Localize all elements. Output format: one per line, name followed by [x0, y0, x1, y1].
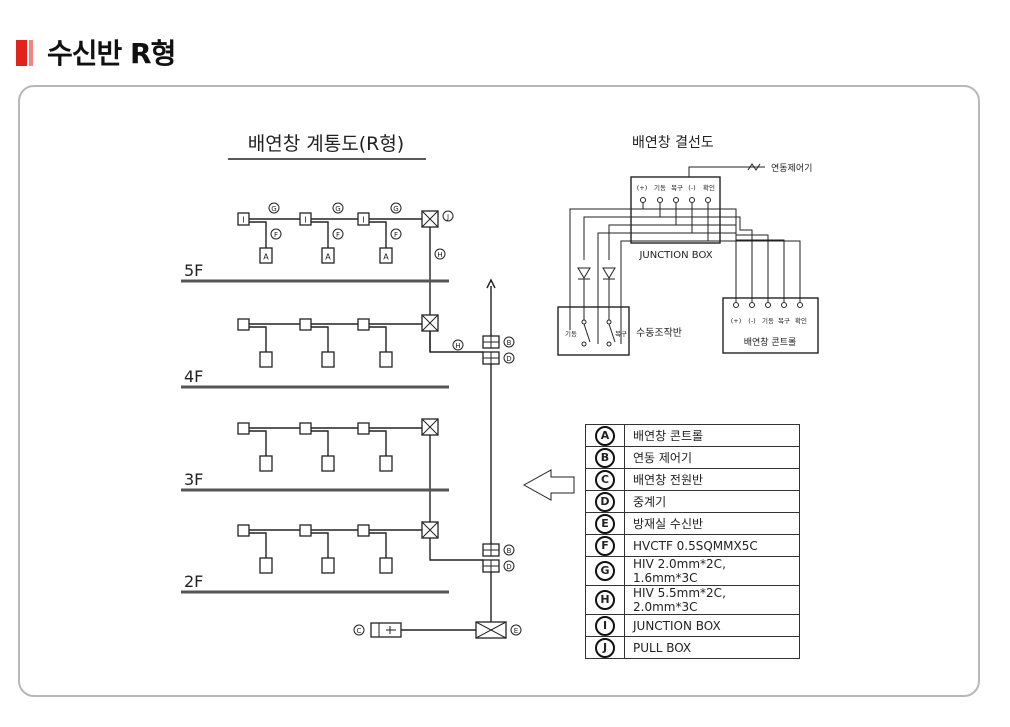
label-a: A [263, 253, 269, 262]
wiring-diagram-title: 배연창 결선도 [632, 135, 714, 151]
legend-label: HVCTF 0.5SQMMX5C [624, 534, 800, 557]
legend-row: D 중계기 [585, 490, 800, 513]
svg-text:(-): (-) [688, 184, 695, 192]
page-title: 수신반 R형 [47, 37, 176, 70]
svg-text:(-): (-) [748, 317, 755, 325]
wiring-diagram: JUNCTION BOX 연동제어기 (+) 기동 복구 (-) 확인 [557, 163, 819, 356]
label-a: A [325, 253, 331, 262]
junction-box-5f-3 [357, 212, 370, 226]
label-e: E [514, 627, 518, 635]
label-a: A [383, 253, 389, 262]
label-j: J [446, 213, 449, 221]
legend-label: HIV 5.5mm*2C, 2.0mm*3C [624, 585, 800, 615]
floor-label-2f: 2F [184, 572, 203, 591]
legend-key: F [595, 535, 615, 556]
smoke-window-controller [722, 297, 819, 354]
label-b: B [507, 547, 512, 555]
svg-text:기동: 기동 [565, 329, 577, 338]
label-i: I [242, 216, 244, 225]
svg-text:기동: 기동 [654, 183, 666, 192]
controller-5f-1 [259, 247, 273, 264]
legend-row: B 연동 제어기 [585, 446, 800, 469]
label-f: F [274, 231, 278, 239]
svg-text:복구: 복구 [615, 330, 627, 338]
junction-box-wiring [630, 176, 721, 244]
legend-key: H [595, 590, 615, 610]
legend-row: F HVCTF 0.5SQMMX5C [585, 534, 800, 557]
label-f: F [394, 231, 398, 239]
legend-label: PULL BOX [624, 636, 800, 659]
floor-3f: 3F [181, 418, 449, 522]
legend-row: G HIV 2.0mm*2C, 1.6mm*3C [585, 556, 800, 586]
label-b: B [507, 339, 512, 347]
legend-key: D [595, 491, 615, 512]
label-d: D [506, 563, 511, 571]
svg-text:(+): (+) [731, 317, 742, 325]
content-frame [18, 85, 980, 697]
title-accent-bar [16, 40, 27, 66]
legend-key: J [595, 637, 615, 658]
legend-key: E [595, 513, 615, 534]
controller-5f-3 [379, 247, 393, 264]
svg-text:복구: 복구 [778, 317, 790, 325]
label-g: G [271, 205, 276, 213]
legend-key: I [595, 615, 615, 636]
label-i: I [362, 216, 364, 225]
legend-row: I JUNCTION BOX [585, 614, 800, 637]
legend-label: 배연창 콘트롤 [624, 424, 800, 447]
floor-4f: H B D 4F [181, 314, 515, 389]
label-h: H [455, 342, 460, 350]
legend-row: J PULL BOX [585, 636, 800, 659]
label-f: F [336, 231, 340, 239]
junction-box-5f-2 [299, 212, 312, 226]
legend-label: 연동 제어기 [624, 446, 800, 469]
manual-operation-panel [557, 306, 630, 356]
label-d: D [506, 355, 511, 363]
legend-row: A 배연창 콘트롤 [585, 424, 800, 447]
legend-label: JUNCTION BOX [624, 614, 800, 637]
label-h: H [437, 251, 442, 259]
legend-label: HIV 2.0mm*2C, 1.6mm*3C [624, 556, 800, 586]
label-c: C [357, 627, 362, 635]
interlock-label: 연동제어기 [771, 163, 812, 174]
svg-text:기동: 기동 [762, 316, 774, 325]
legend-key: G [595, 561, 615, 581]
svg-text:(+): (+) [637, 184, 648, 192]
label-g: G [393, 205, 398, 213]
manual-panel-label: 수동조작반 [636, 327, 682, 339]
svg-text:확인: 확인 [795, 316, 807, 325]
label-g: G [335, 205, 340, 213]
junction-box-5f-1 [237, 212, 250, 226]
legend-row: C 배연창 전원반 [585, 468, 800, 491]
legend-row: E 방재실 수신반 [585, 512, 800, 535]
label-i: I [304, 216, 306, 225]
legend-label: 방재실 수신반 [624, 512, 800, 535]
legend-key: C [595, 469, 615, 490]
legend-row: H HIV 5.5mm*2C, 2.0mm*3C [585, 585, 800, 615]
floor-label-5f: 5F [184, 261, 203, 280]
floor-2f: B D 2F [181, 521, 515, 594]
junction-box-label: JUNCTION BOX [638, 250, 712, 261]
system-diagram-title: 배연창 계통도(R형) [248, 133, 404, 155]
riser: C E [353, 278, 522, 639]
legend-label: 배연창 전원반 [624, 468, 800, 491]
floor-label-4f: 4F [184, 367, 203, 386]
svg-text:복구: 복구 [671, 184, 683, 192]
title-accent-bar-secondary [29, 40, 33, 66]
legend-arrow-icon [522, 469, 575, 501]
controller-5f-2 [321, 247, 335, 264]
svg-text:확인: 확인 [703, 183, 715, 192]
legend-key: A [595, 425, 615, 446]
legend-key: B [595, 447, 615, 468]
floor-label-3f: 3F [184, 470, 203, 489]
legend-label: 중계기 [624, 490, 800, 513]
floor-5f: I I I A A A G G G F F F J H 5F [181, 202, 454, 352]
controller-label: 배연창 콘트롤 [744, 337, 797, 348]
